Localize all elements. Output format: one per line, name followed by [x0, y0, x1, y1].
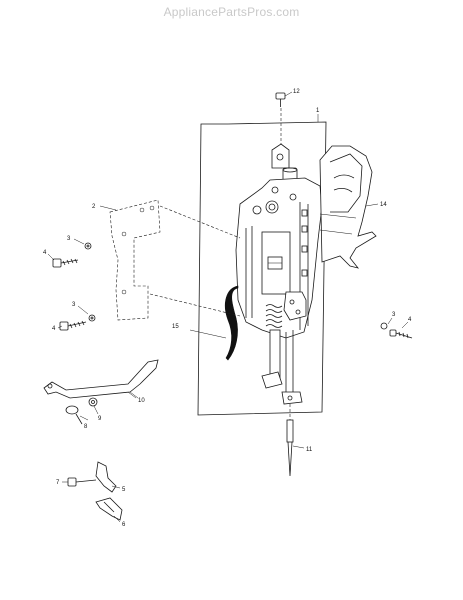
leader-lines: [47, 238, 409, 523]
screw-part-4-lower: [59, 314, 96, 331]
bracket-part-2: [99, 199, 241, 321]
callout-10: 10: [138, 398, 145, 404]
screw-part-4-right: [380, 322, 413, 339]
screw-part-12: [275, 91, 293, 146]
needle-part-11: [286, 404, 305, 477]
cover-part-14: [319, 145, 379, 269]
callout-6: 6: [122, 522, 126, 528]
presser-parts-5-6-7: [67, 461, 123, 521]
watermark: AppliancePartsPros.com: [163, 5, 300, 19]
callout-7: 7: [56, 480, 60, 486]
cable-part-15: [189, 285, 239, 361]
callout-11: 11: [306, 447, 313, 453]
callout-3-upper: 3: [67, 236, 71, 242]
needle-bar-assembly: [235, 143, 323, 405]
callout-3-right: 3: [392, 312, 396, 318]
callout-1: 1: [316, 108, 320, 114]
assembly-frame: [197, 114, 327, 416]
callout-15: 15: [172, 324, 179, 330]
callout-14: 14: [380, 202, 387, 208]
callout-8: 8: [84, 424, 88, 430]
callout-4-right: 4: [408, 317, 412, 323]
callout-5: 5: [122, 487, 126, 493]
callout-9: 9: [98, 416, 102, 422]
callout-4-upper: 4: [43, 250, 47, 256]
callout-12: 12: [293, 89, 300, 95]
callout-labels: 12 1 14 2 3 4 3 4 15 3 4 10 9 8 11 7 5 6: [43, 89, 412, 528]
callout-4-lower: 4: [52, 326, 56, 332]
callout-2: 2: [92, 204, 96, 210]
screw-part-4-upper: [52, 242, 92, 268]
callout-3-lower: 3: [72, 302, 76, 308]
lever-part-10: [43, 359, 159, 399]
screw-part-8: [65, 397, 98, 425]
